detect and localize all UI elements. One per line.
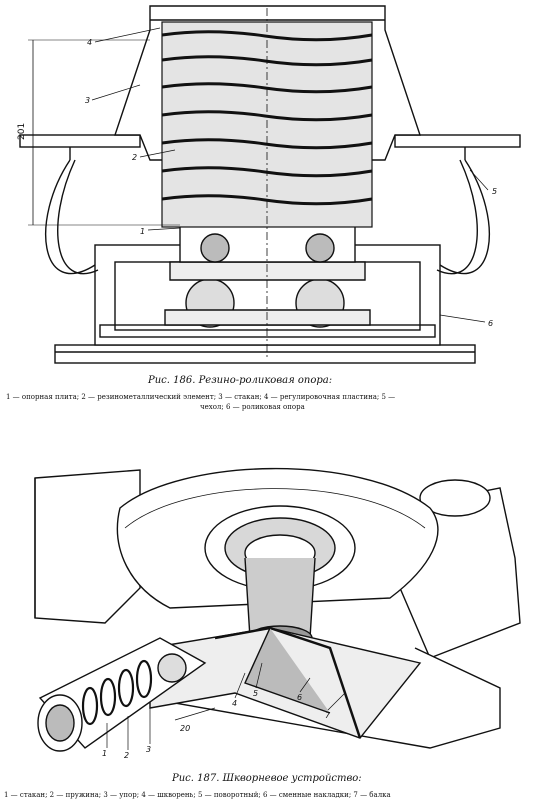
fig2-label-1: 1 (102, 749, 107, 758)
fig2-label-7: 7 (325, 711, 331, 720)
label-2: 2 (132, 153, 137, 162)
figure-186-caption-line2: чехол; 6 — роликовая опора (200, 403, 305, 411)
fig2-label-3: 3 (146, 745, 151, 754)
label-4: 4 (87, 38, 92, 47)
label-3: 3 (85, 96, 90, 105)
dimension-20: 20 (180, 724, 190, 733)
figure-187-drawing: 1 2 3 4 5 6 7 20 (34, 467, 521, 760)
figure-187-caption-line: 1 — стакан; 2 — пружина; 3 — упор; 4 — ш… (4, 791, 391, 799)
fig2-label-5: 5 (253, 689, 258, 698)
fig2-label-6: 6 (297, 693, 302, 702)
figure-186-drawing: 201 4 3 2 1 5 6 (17, 5, 521, 364)
fig2-label-2: 2 (124, 751, 129, 760)
figure-187-caption-title: Рис. 187. Шкворневое устройство: (172, 773, 362, 784)
label-5: 5 (492, 187, 497, 196)
figure-186-caption-line1: 1 — опорная плита; 2 — резинометаллическ… (6, 393, 396, 401)
dimension-201: 201 (17, 123, 27, 140)
label-1: 1 (140, 227, 145, 236)
fig2-label-4: 4 (232, 699, 237, 708)
figure-186-caption-title: Рис. 186. Резино-роликовая опора: (148, 375, 333, 386)
label-6: 6 (488, 319, 493, 328)
